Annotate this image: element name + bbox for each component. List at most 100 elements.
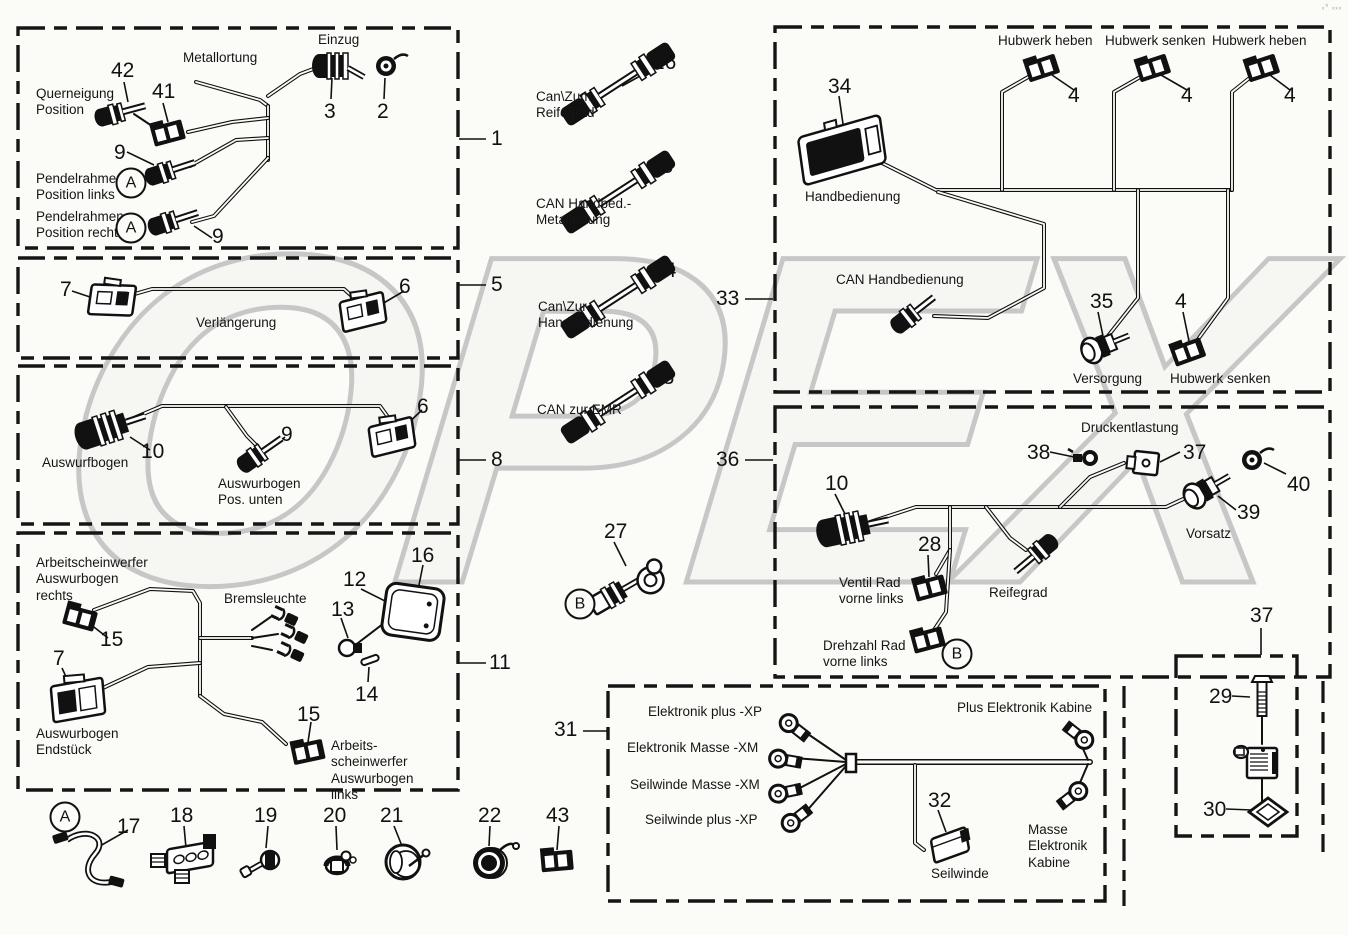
fork-terminal-bremsleuchte-1: [270, 605, 299, 626]
w-b31-32-core: [914, 764, 925, 851]
adapter-26-can-reifegrad: [560, 42, 676, 126]
w-auswurf-main-core: [121, 405, 389, 424]
label-can-zum: Can\Zum Reifegrad: [536, 89, 595, 121]
callout-number-42: 42: [111, 59, 135, 82]
label-auswurbogen: Auswurbogen Endstück: [36, 726, 119, 758]
w-b11-15b-core: [199, 695, 287, 745]
label-versorgung: Versorgung: [1073, 371, 1143, 386]
valve-37: [1125, 449, 1161, 477]
callout-number-9: 9: [212, 225, 224, 248]
callout-number-23: 23: [651, 366, 675, 389]
part-27: [587, 558, 665, 616]
connector-7-verlaengerung: [86, 276, 138, 317]
leader-line-16: [340, 617, 349, 639]
w-b33-r2: [1112, 74, 1144, 192]
label-einzug: Einzug: [318, 32, 360, 47]
label-hubwerk-senken: Hubwerk senken: [1105, 33, 1206, 48]
cap-40: [1242, 447, 1275, 470]
label-pendelrahmen: Pendelrahmen Position links: [36, 171, 124, 203]
callout-number-6: 6: [417, 395, 429, 418]
leader-line-33: [613, 541, 627, 567]
fork-terminal-bremsleuchte-3: [276, 641, 305, 662]
callout-number-30: 30: [1203, 798, 1227, 821]
w-to-41-core: [187, 117, 269, 133]
w-to-9a: [188, 136, 270, 168]
label-can-handbed-: CAN Handbed.- Metallortung: [536, 196, 632, 228]
box-33: [773, 25, 1332, 394]
callout-number-14: 14: [355, 683, 379, 706]
w-auswurf-main: [120, 404, 390, 425]
connector-4-hubwerk-heben-2: [1242, 54, 1280, 82]
callout-number-41: 41: [152, 80, 176, 103]
leader-line-19: [307, 721, 312, 743]
label-hubwerk-senken: Hubwerk senken: [1170, 371, 1271, 386]
label-hubwerk-heben: Hubwerk heben: [998, 33, 1093, 48]
callout-number-16: 16: [411, 544, 435, 567]
callout-number-21: 21: [380, 804, 404, 827]
connector-10-vorsatz: [816, 510, 889, 548]
handbedienung-34: [797, 114, 887, 186]
connector-10-auswurfbogen: [74, 409, 147, 450]
callout-number-29: 29: [1209, 685, 1233, 708]
label-pendelrahmen: Pendelrahmen Position rechts: [36, 209, 125, 241]
callout-number-28: 28: [918, 533, 942, 556]
leader-line-27: [488, 825, 491, 847]
callout-number-15: 15: [100, 628, 124, 651]
reference-circle-b: B: [564, 588, 596, 620]
connector-2-einzug: [376, 53, 409, 76]
label-reifegrad: Reifegrad: [989, 585, 1048, 600]
w-b33-can-loop: [932, 190, 1046, 320]
w-b36-drehzahl-core: [933, 549, 951, 631]
reference-circle-a: A: [115, 212, 147, 244]
w-to-3-core: [267, 67, 317, 97]
connector-4-hubwerk-senken: [1133, 54, 1171, 82]
reference-circle-a: A: [49, 801, 81, 833]
label-drehzahl-rad: Drehzahl Rad vorne links: [823, 638, 906, 670]
connector-15-scheinwerfer-links: [289, 738, 326, 765]
leader-line-22: [99, 829, 129, 847]
label-auswurbogen: Auswurbogen Pos. unten: [218, 476, 301, 508]
callout-number-27: 27: [604, 520, 628, 543]
leader-line-23: [183, 825, 187, 849]
callout-number-22: 22: [478, 804, 502, 827]
connector-9-pendelrahmen-rechts: [147, 209, 199, 236]
callout-number-39: 39: [1237, 501, 1261, 524]
leader-line-47: [1217, 495, 1237, 511]
label-querneigung: Querneigung Position: [36, 86, 115, 118]
callout-number-31: 31: [554, 718, 578, 741]
label-arbeitscheinwerfer: Arbeitscheinwerfer Auswurbogen rechts: [36, 555, 148, 603]
callout-number-4: 4: [1284, 84, 1296, 107]
leader-line-5: [383, 77, 386, 100]
fork-terminal-bremsleuchte-2: [280, 623, 309, 644]
callout-number-17: 17: [117, 815, 141, 838]
label-can-handbedienung: CAN Handbedienung: [836, 272, 964, 287]
solenoid-37: [1232, 744, 1279, 780]
leader-line-8: [381, 290, 405, 305]
callout-number-34: 34: [828, 75, 852, 98]
ring-seilwinde-masse-xm: [768, 782, 803, 804]
leader-line-28: [556, 825, 560, 851]
seal-30: [1246, 796, 1290, 828]
leader-line-4: [330, 77, 333, 100]
ring-masse-elektronik-kabine: [1055, 781, 1089, 811]
leader-line-24: [265, 825, 269, 849]
leader-line-40: [1269, 74, 1291, 91]
connector-35-versorgung: [1080, 332, 1131, 365]
label-plus-elektronik-kabine: Plus Elektronik Kabine: [957, 700, 1093, 715]
w-b33-main-core: [875, 159, 1233, 191]
label-ventil-rad: Ventil Rad vorne links: [839, 575, 904, 607]
label-auswurfbogen: Auswurfbogen: [42, 455, 129, 470]
w-b36-reifegrad-core: [985, 506, 1027, 551]
callout-number-37: 37: [1250, 604, 1274, 627]
label-verl-ngerung: Verlängerung: [196, 315, 277, 330]
splice-hub: [844, 752, 858, 774]
w-b11-main-core: [93, 588, 201, 697]
reference-circle-b: B: [941, 638, 973, 670]
callout-number-20: 20: [323, 804, 347, 827]
callout-number-13: 13: [331, 598, 355, 621]
label-seilwinde: Seilwinde: [931, 866, 989, 881]
w-b11-7-core: [89, 662, 201, 695]
callout-number-4: 4: [1181, 84, 1193, 107]
leader-line-44: [1159, 451, 1181, 463]
